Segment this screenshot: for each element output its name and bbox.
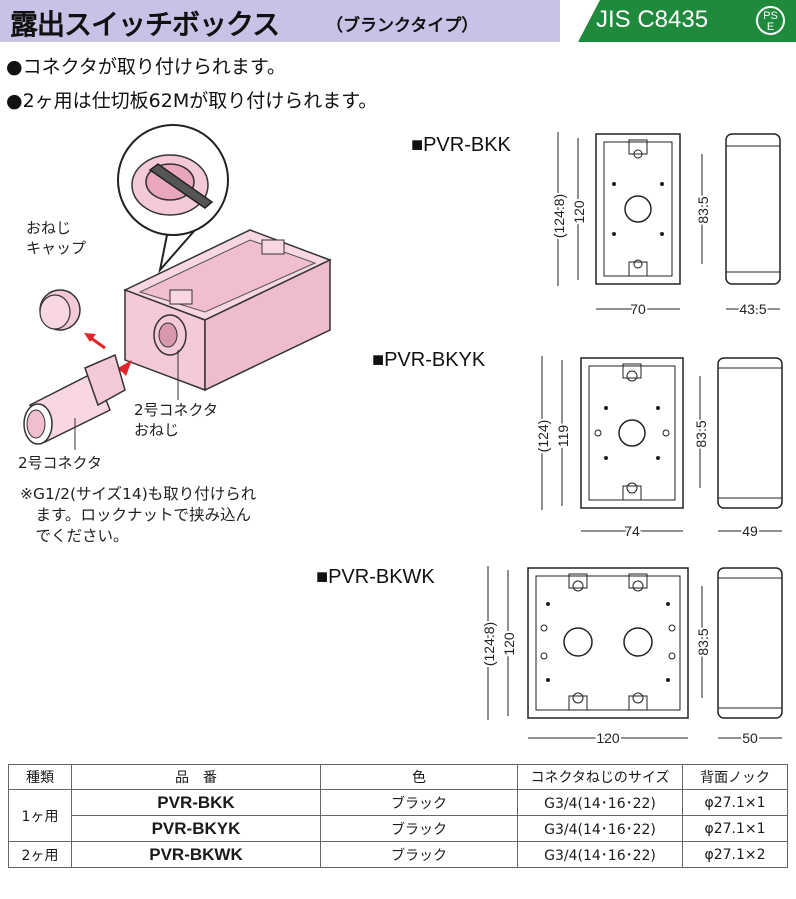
cell-part: PVR-BKWK — [71, 841, 321, 868]
cell-thread: G3/4(14･16･22) — [517, 841, 683, 868]
col-thread: コネクタねじのサイズ — [517, 764, 683, 790]
cell-color: ブラック — [320, 789, 518, 816]
col-type: 種類 — [8, 764, 72, 790]
dim-width: 70 — [630, 301, 646, 317]
screw-cap-label: おねじ キャップ — [26, 218, 86, 258]
col-color: 色 — [320, 764, 518, 790]
cell-knock: φ27.1×1 — [682, 789, 788, 816]
spec-table: 種類 品 番 色 コネクタねじのサイズ 背面ノック 1ヶ用 PVR-BKK ブラ… — [8, 764, 788, 868]
drawing-bkwk: (124.8) 120 83.5 120 50 — [479, 566, 783, 748]
pse-mark-icon: PS E — [756, 6, 785, 35]
pse-top: PS — [763, 10, 778, 22]
header-band — [0, 0, 560, 42]
dim-total-height: (124) — [535, 420, 551, 453]
cell-knock: φ27.1×1 — [682, 815, 788, 842]
table-row: 2ヶ用 PVR-BKWK ブラック G3/4(14･16･22) φ27.1×2 — [8, 841, 788, 868]
jis-band-shape — [578, 0, 796, 42]
dim-hole-pitch: 83.5 — [693, 420, 709, 447]
connector-screw-label-line-1: 2号コネクタ — [134, 401, 218, 419]
dim-height: 120 — [571, 200, 587, 224]
model-label-bkwk: ■PVR-BKWK — [316, 566, 435, 588]
dim-height: 119 — [555, 425, 571, 448]
col-part: 品 番 — [71, 764, 321, 790]
table-header-row: 種類 品 番 色 コネクタねじのサイズ 背面ノック — [8, 764, 788, 790]
screw-cap-label-line-2: キャップ — [26, 239, 87, 257]
col-knock: 背面ノック — [682, 764, 788, 790]
feature-bullet-1: ●コネクタが取り付けられます。 — [6, 56, 286, 78]
dim-hole-pitch: 83.5 — [695, 628, 711, 655]
cell-knock: φ27.1×2 — [682, 841, 788, 868]
cell-thread: G3/4(14･16･22) — [517, 789, 683, 816]
cell-type: 2ヶ用 — [8, 841, 72, 868]
cell-thread: G3/4(14･16･22) — [517, 815, 683, 842]
page-title: 露出スイッチボックス — [10, 8, 280, 41]
table-row: 1ヶ用 PVR-BKK ブラック G3/4(14･16･22) φ27.1×1 — [8, 789, 788, 842]
note-line-3: でください。 — [20, 527, 129, 545]
connector-label: 2号コネクタ — [18, 454, 102, 472]
dim-width: 120 — [596, 730, 620, 746]
note-line-2: ます。ロックナットで挟み込ん — [20, 506, 251, 524]
table-row: PVR-BKYK ブラック G3/4(14･16･22) φ27.1×1 — [9, 815, 788, 842]
dim-depth: 50 — [742, 730, 758, 746]
dim-width: 74 — [624, 523, 640, 539]
dim-hole-pitch: 83.5 — [695, 196, 711, 223]
model-label-bkyk: ■PVR-BKYK — [372, 349, 486, 371]
cell-color: ブラック — [320, 841, 518, 868]
dim-depth: 43.5 — [739, 301, 766, 317]
jis-label: JIS C8435 — [596, 6, 709, 33]
cell-part: PVR-BKYK — [71, 815, 321, 842]
drawing-bkyk: (124) 119 83.5 74 49 — [533, 356, 783, 541]
drawing-bkk: (124.8) 120 83.5 70 43.5 — [549, 132, 781, 319]
connector-screw-label-line-2: おねじ — [134, 421, 180, 439]
model-label-bkk: ■PVR-BKK — [411, 134, 511, 156]
box-illustration — [23, 124, 332, 450]
feature-bullet-2: ●2ヶ用は仕切板62Mが取り付けられます。 — [6, 90, 378, 112]
mounting-note: ※G1/2(サイズ14)も取り付けられ ます。ロックナットで挟み込ん でください… — [20, 484, 340, 547]
cell-part: PVR-BKK — [71, 789, 321, 816]
header: 露出スイッチボックス （ブランクタイプ） JIS C8435 PS E — [0, 0, 796, 42]
note-line-1: ※G1/2(サイズ14)も取り付けられ — [20, 485, 257, 503]
dim-depth: 49 — [742, 523, 758, 539]
connector-screw-label: 2号コネクタ おねじ — [134, 400, 218, 440]
screwdriver-icon — [148, 163, 214, 209]
dim-height: 120 — [501, 632, 517, 656]
box-side — [204, 258, 331, 392]
jis-standard: JIS C8435 PS E — [560, 0, 796, 42]
pse-bottom: E — [766, 21, 775, 33]
dim-total-height: (124.8) — [481, 622, 497, 666]
screw-cap-label-line-1: おねじ — [26, 219, 72, 237]
page-subtitle: （ブランクタイプ） — [326, 16, 479, 36]
cell-color: ブラック — [320, 815, 518, 842]
dim-total-height: (124.8) — [551, 194, 567, 238]
cell-type: 1ヶ用 — [8, 789, 72, 842]
